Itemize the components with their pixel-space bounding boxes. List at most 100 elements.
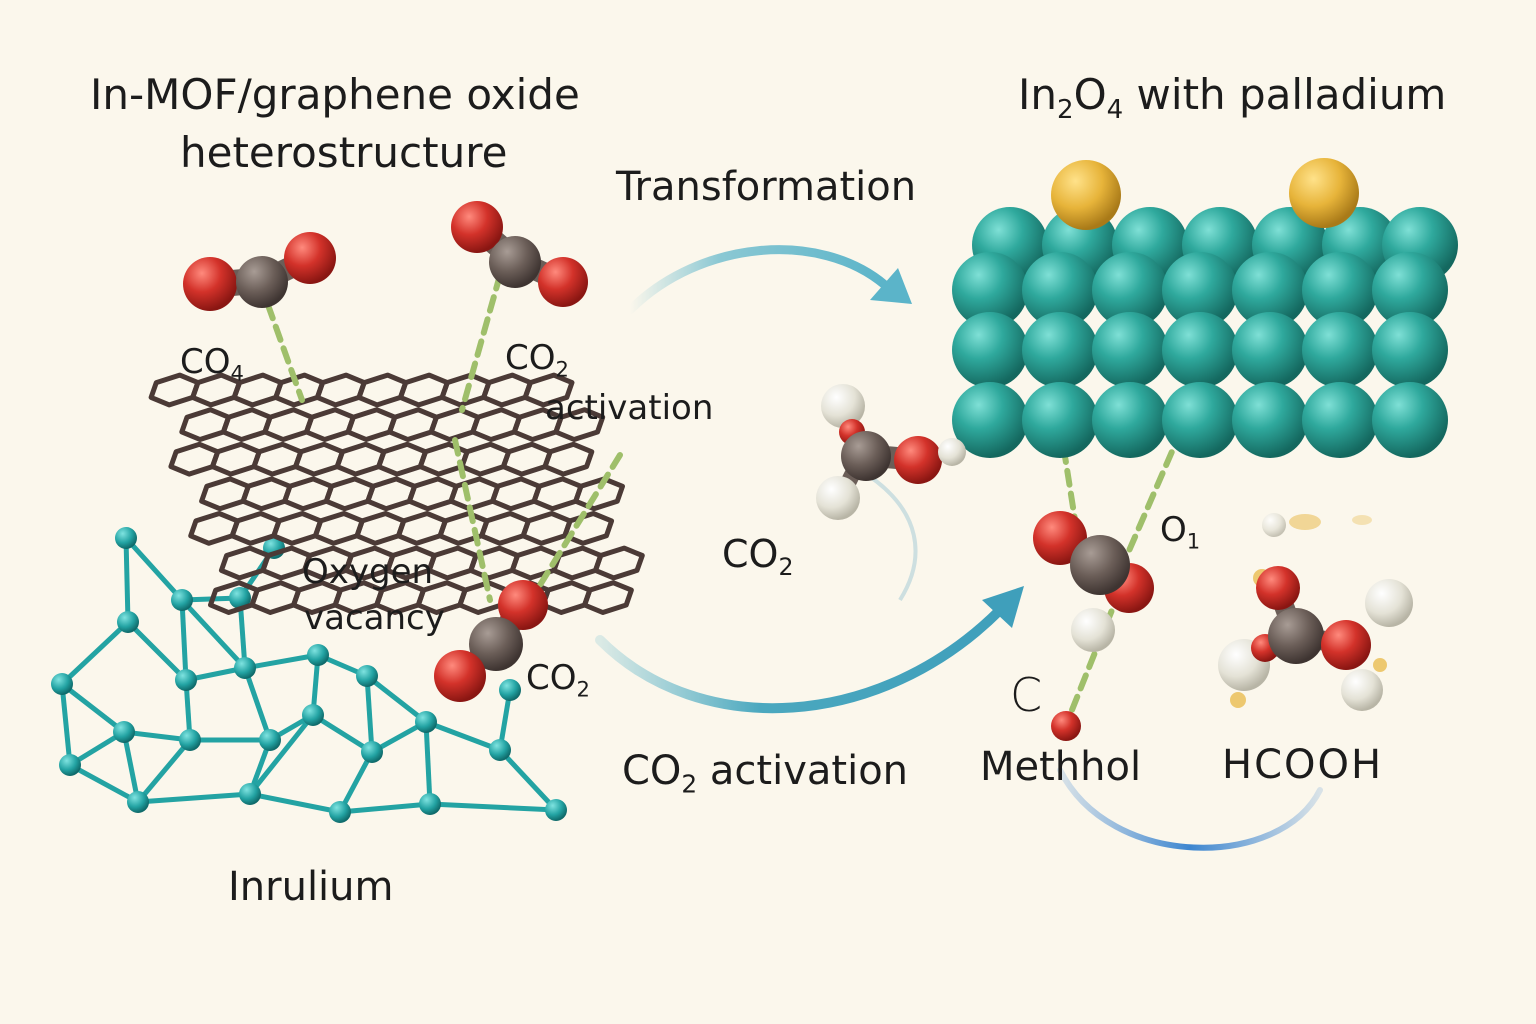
mof-bond	[311, 712, 374, 755]
indium-oxide-atom	[1022, 252, 1098, 328]
graphene-ring	[240, 476, 293, 512]
graphene-ring	[168, 441, 221, 477]
graphene-ring	[179, 407, 232, 442]
graphene-ring	[500, 441, 553, 477]
inrulium-label: Inrulium	[228, 864, 394, 910]
indium-oxide-atom	[1092, 382, 1168, 458]
mof-node	[415, 711, 437, 733]
indium-oxide-atom	[1092, 252, 1168, 328]
graphene-ring	[562, 511, 615, 546]
graphene-ring	[304, 407, 356, 442]
mof-bond	[179, 599, 189, 681]
graphene-ring	[490, 476, 542, 512]
co2-molecule-lower	[434, 580, 548, 702]
co2-activation-top-line2: activation	[545, 388, 714, 428]
mof-bond	[423, 721, 433, 805]
graphene-ring	[520, 511, 573, 546]
graphene-ring	[540, 580, 593, 615]
indium-oxide-atom	[1232, 312, 1308, 388]
mof-bond	[365, 674, 428, 724]
c-label: C	[1010, 668, 1043, 722]
graphene-ring	[396, 511, 448, 546]
indium-oxide-atom	[1232, 382, 1308, 458]
mof-bond	[425, 719, 501, 753]
mof-bond	[180, 598, 247, 670]
graphene-ring	[323, 476, 376, 512]
co-molecule-top-left	[183, 232, 336, 311]
indium-oxide-atom	[1022, 312, 1098, 388]
mof-bond	[337, 750, 375, 814]
graphene-ring	[398, 372, 450, 408]
graphene-ring	[531, 476, 584, 512]
indium-oxide-atom	[1372, 312, 1448, 388]
mof-node	[179, 729, 201, 751]
co2-mid-label: CO2	[526, 658, 590, 702]
in2o4-slab	[952, 207, 1458, 458]
mof-bond	[429, 801, 557, 813]
mof-node	[302, 704, 324, 726]
mof-bond	[59, 683, 73, 766]
graphene-ring	[522, 372, 575, 408]
mof-node	[117, 611, 139, 633]
oxygen-vacancy-line1: Oxygen	[302, 552, 434, 592]
mof-node	[239, 783, 261, 805]
co2-molecule-top	[451, 201, 588, 307]
o1-label: O1	[1160, 510, 1201, 554]
mof-bond	[339, 801, 431, 815]
mof-bond	[124, 536, 184, 602]
graphene-ring	[459, 441, 512, 477]
oxygen-vacancy-line2: vacancy	[304, 598, 445, 638]
mof-node	[307, 644, 329, 666]
graphene-ring	[282, 476, 334, 512]
hcooh-molecule	[1218, 566, 1413, 711]
mof-node	[499, 679, 521, 701]
mof-node	[356, 665, 378, 687]
faint-return-arc	[858, 468, 918, 602]
graphene-ring	[345, 407, 398, 442]
faint-atoms-o1	[1262, 513, 1372, 537]
co2-activation-arrow	[595, 586, 1024, 714]
mof-node	[51, 673, 73, 695]
mof-node	[175, 669, 197, 691]
co2-center-label: CO2	[722, 532, 794, 582]
co2-activation-bottom-label: CO2 activation	[622, 748, 909, 799]
indium-oxide-atom	[1372, 252, 1448, 328]
co4-label: CO4	[180, 342, 244, 386]
indium-oxide-atom	[1232, 252, 1308, 328]
graphene-ring	[220, 407, 273, 442]
mof-bond	[60, 682, 126, 734]
graphene-ring	[262, 407, 315, 442]
mof-bond	[136, 738, 192, 804]
graphene-ring	[406, 476, 459, 512]
graphene-ring	[479, 511, 531, 546]
transformation-label: Transformation	[616, 164, 917, 210]
mof-node	[489, 739, 511, 761]
co2-activation-top-label: CO2	[505, 338, 569, 382]
methhol-label: Methhol	[980, 744, 1142, 790]
mof-node	[419, 793, 441, 815]
indium-oxide-atom	[952, 252, 1028, 328]
graphene-ring	[293, 441, 345, 477]
mof-node	[361, 741, 383, 763]
indium-oxide-atom	[1302, 312, 1378, 388]
mof-bond	[242, 667, 273, 741]
graphene-ring	[210, 441, 262, 477]
mof-node	[113, 721, 135, 743]
indium-oxide-atom	[952, 382, 1028, 458]
graphene-ring	[334, 441, 387, 477]
palladium-atom	[1051, 160, 1121, 230]
mof-node	[115, 527, 137, 549]
mof-node	[59, 754, 81, 776]
graphene-ring	[593, 545, 645, 581]
mof-node	[329, 801, 351, 823]
mof-bond	[60, 620, 130, 686]
hydrogenated-co2-molecule	[816, 384, 966, 520]
transformation-arrow	[625, 245, 912, 315]
mof-bond	[123, 729, 191, 743]
graphene-ring	[314, 372, 367, 408]
indium-oxide-atom	[952, 312, 1028, 388]
graphene-ring	[365, 476, 418, 512]
mof-bond	[68, 762, 140, 805]
mof-bond	[364, 675, 375, 753]
